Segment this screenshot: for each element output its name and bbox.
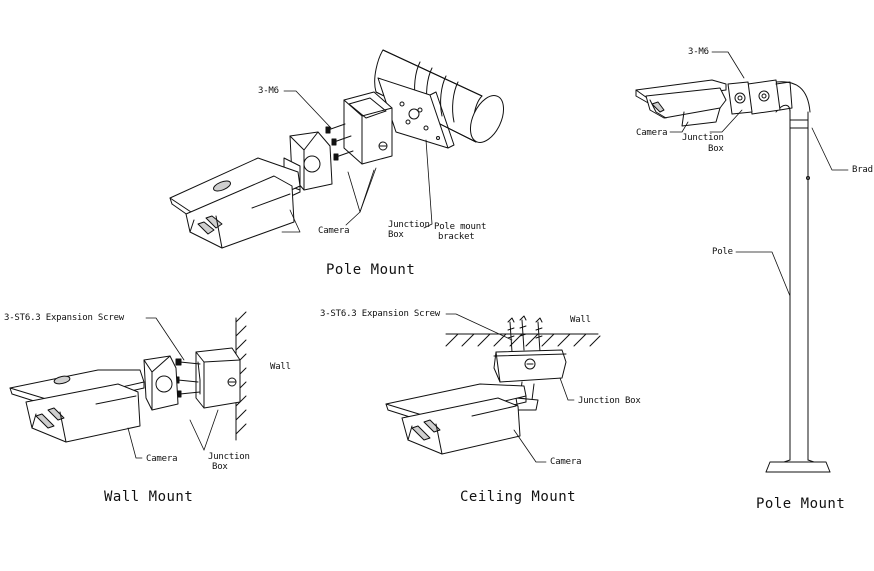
right-junction-label-line2: Box bbox=[708, 144, 724, 154]
right-pole bbox=[766, 82, 830, 472]
ceiling-screws bbox=[508, 316, 542, 352]
ceiling-junction-label: Junction Box bbox=[578, 396, 641, 406]
wall-junction-label-line1: Junction bbox=[208, 452, 250, 462]
pole-camera bbox=[170, 158, 300, 248]
right-junction-box bbox=[728, 80, 792, 114]
pole-mount-right-illustration bbox=[636, 52, 848, 472]
pole-junction-label-line1: Junction bbox=[388, 220, 430, 230]
ceiling-mount-illustration bbox=[386, 314, 600, 462]
right-camera-label: Camera bbox=[636, 128, 668, 138]
ceiling-screws-label: 3-ST6.3 Expansion Screw bbox=[320, 309, 441, 319]
ceiling-junction-box bbox=[494, 350, 566, 382]
brad-label: Brad bbox=[852, 165, 873, 175]
pole-screws bbox=[326, 124, 353, 160]
right-junction-label-line1: Junction bbox=[682, 133, 724, 143]
pole-screws-label: 3-M6 bbox=[258, 86, 279, 96]
pole-mount-right-title: Pole Mount bbox=[756, 496, 846, 512]
pole-mount-leaders bbox=[282, 91, 432, 232]
pole-right-leaders bbox=[670, 52, 848, 296]
wall-camera-label: Camera bbox=[146, 454, 178, 464]
ceiling-surface bbox=[446, 334, 600, 346]
pole-label: Pole bbox=[712, 247, 733, 257]
pole-bracket-label-line1: Pole mount bbox=[434, 222, 487, 232]
wall-junction-box bbox=[196, 348, 240, 408]
wall-camera bbox=[10, 370, 144, 442]
pole-bracket-label-line2: bracket bbox=[438, 232, 475, 242]
ceiling-wall-label: Wall bbox=[570, 315, 591, 325]
right-screws-label: 3-M6 bbox=[688, 47, 709, 57]
pole-junction-box bbox=[344, 92, 392, 164]
wall-screws-label: 3-ST6.3 Expansion Screw bbox=[4, 313, 125, 323]
ceiling-mount-title: Ceiling Mount bbox=[460, 489, 577, 505]
wall-camera-plate bbox=[144, 356, 178, 410]
pole-mount-illustration bbox=[170, 50, 510, 248]
wall-label: Wall bbox=[270, 362, 291, 372]
right-camera bbox=[636, 80, 726, 126]
wall-mount-illustration bbox=[10, 312, 246, 458]
pole-mount-title: Pole Mount bbox=[326, 262, 416, 278]
pole-junction-label-line2: Box bbox=[388, 230, 404, 240]
pole-camera-label: Camera bbox=[318, 226, 350, 236]
wall-junction-label-line2: Box bbox=[212, 462, 228, 472]
ceiling-camera-label: Camera bbox=[550, 457, 582, 467]
wall-mount-title: Wall Mount bbox=[104, 489, 194, 505]
wall-mount-leaders bbox=[128, 318, 218, 458]
ceiling-mount-leaders bbox=[446, 314, 574, 462]
ceiling-camera bbox=[386, 384, 526, 454]
